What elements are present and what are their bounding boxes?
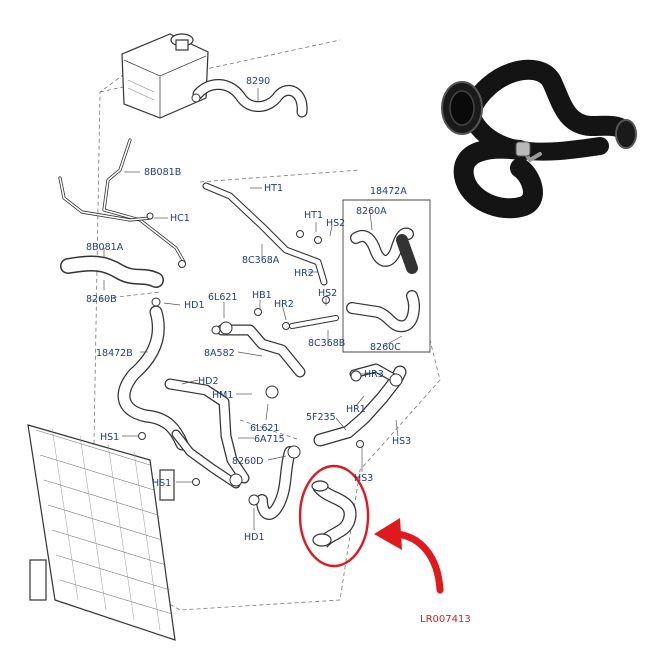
product-photo-hose	[441, 59, 637, 219]
label-HD1: HD1	[184, 300, 205, 311]
label-6L621: 6L621	[208, 292, 237, 303]
label-8260B: 8260B	[86, 294, 117, 305]
label-HR2: HR2	[294, 268, 314, 279]
label-HT1: HT1	[264, 183, 283, 194]
label-8290: 8290	[246, 76, 270, 87]
radiator	[27, 424, 176, 641]
label-HR3: HR3	[364, 369, 384, 380]
label-HS2: HS2	[326, 218, 345, 229]
label-8260A: 8260A	[356, 206, 387, 217]
label-HC1: HC1	[170, 213, 190, 224]
label-18472A: 18472A	[370, 186, 407, 197]
label-6A715: 6A715	[254, 434, 285, 445]
label-6L621: 6L621	[250, 423, 279, 434]
callout-labels: 8290 8B081B HT1 18472A 8260A HT1 HS2 HC1…	[86, 76, 471, 625]
part-number-label: LR007413	[420, 614, 471, 625]
leader-lines	[103, 88, 403, 530]
label-HB1: HB1	[252, 290, 272, 301]
label-HS3: HS3	[392, 436, 411, 447]
label-HR1: HR1	[346, 404, 366, 415]
highlighted-hose	[298, 464, 370, 568]
engine-outline	[91, 39, 441, 611]
label-HS1: HS1	[100, 432, 119, 443]
label-8C368B: 8C368B	[308, 338, 345, 349]
label-HM1: HM1	[212, 390, 233, 401]
label-8B081B: 8B081B	[144, 167, 181, 178]
label-8C368A: 8C368A	[242, 255, 280, 266]
label-8260C: 8260C	[370, 342, 401, 353]
clamps	[138, 93, 403, 506]
label-HR2: HR2	[274, 299, 294, 310]
label-HD1: HD1	[244, 532, 265, 543]
label-8260D: 8260D	[232, 456, 264, 467]
label-HD2: HD2	[198, 376, 219, 387]
expansion-tank	[121, 33, 209, 119]
label-HT1: HT1	[304, 210, 323, 221]
label-HS1: HS1	[152, 478, 171, 489]
label-HS3: HS3	[354, 473, 373, 484]
red-arrow	[374, 518, 444, 594]
label-HS2: HS2	[318, 288, 337, 299]
module-bracket	[342, 199, 431, 353]
label-8A582: 8A582	[204, 348, 235, 359]
label-8B081A: 8B081A	[86, 242, 124, 253]
label-5F235: 5F235	[306, 412, 336, 423]
label-18472B: 18472B	[96, 348, 133, 359]
hose-schematics	[58, 79, 420, 520]
